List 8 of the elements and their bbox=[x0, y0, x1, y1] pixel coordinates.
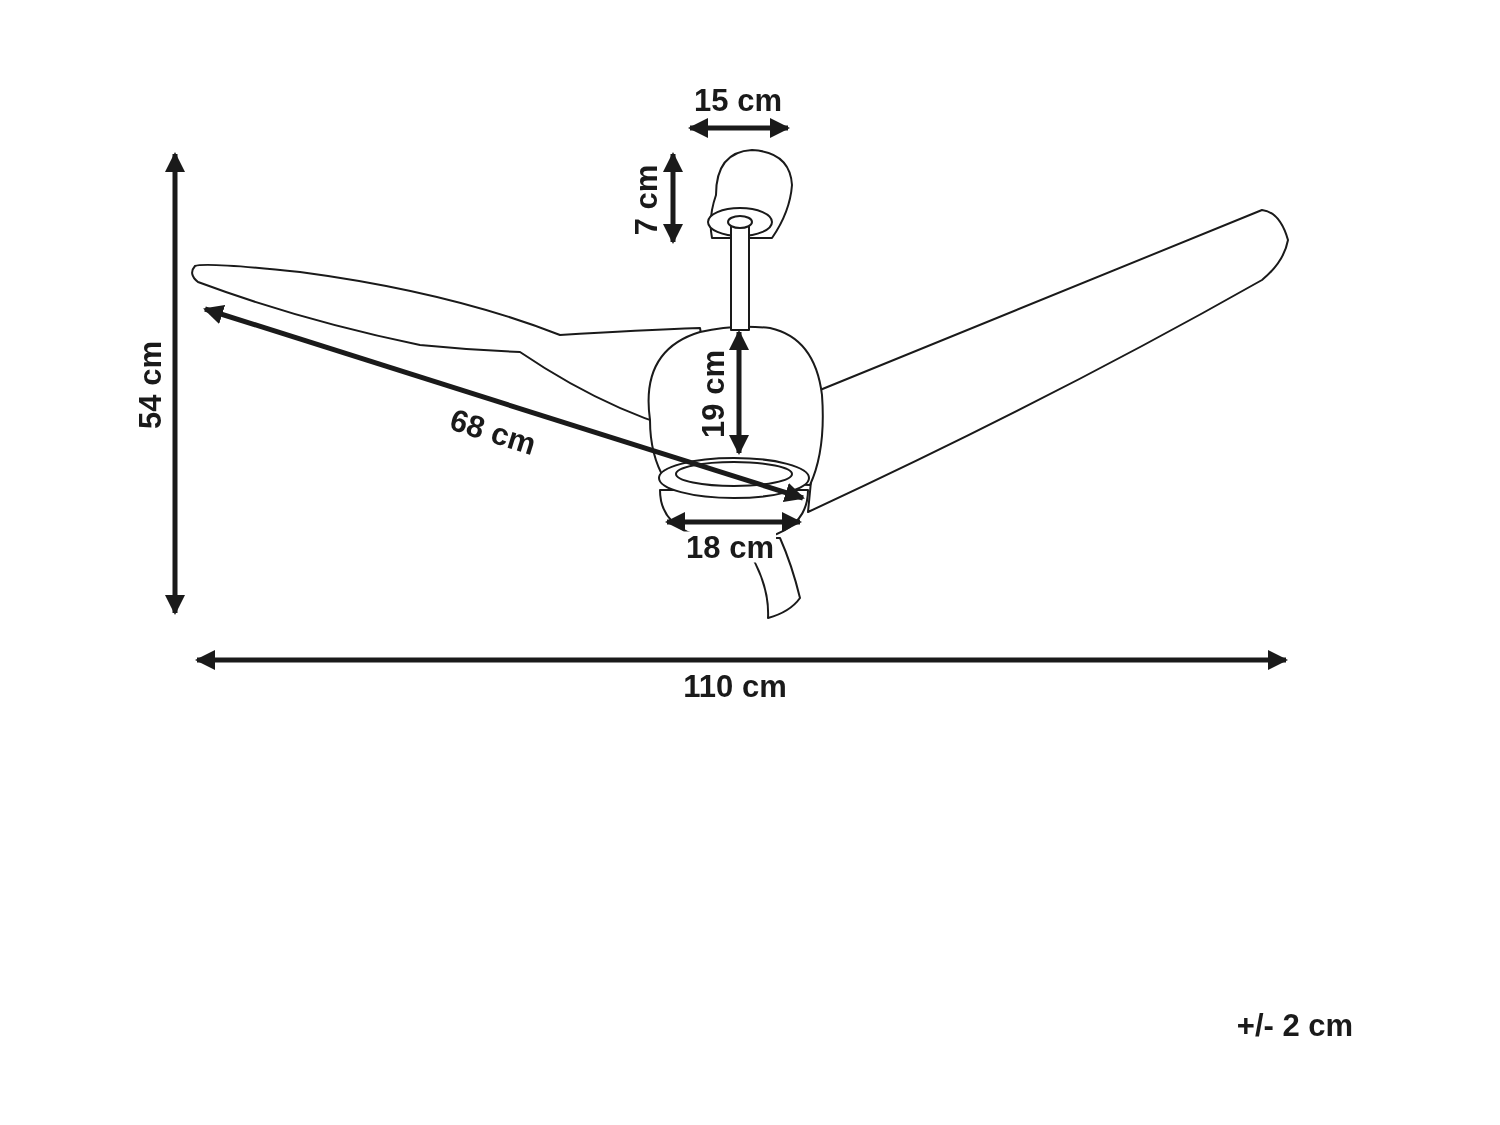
dimension-label: 19 cm bbox=[697, 350, 729, 438]
dimension-label: 54 cm bbox=[134, 341, 166, 429]
dimension-label: 68 cm bbox=[446, 404, 540, 460]
dimension-label: 7 cm bbox=[630, 164, 662, 236]
dimension-label: 15 cm bbox=[694, 84, 782, 116]
dimension-label: 18 cm bbox=[684, 531, 776, 563]
tolerance-note: +/- 2 cm bbox=[1236, 1009, 1354, 1041]
dimension-label: 110 cm bbox=[683, 670, 787, 702]
